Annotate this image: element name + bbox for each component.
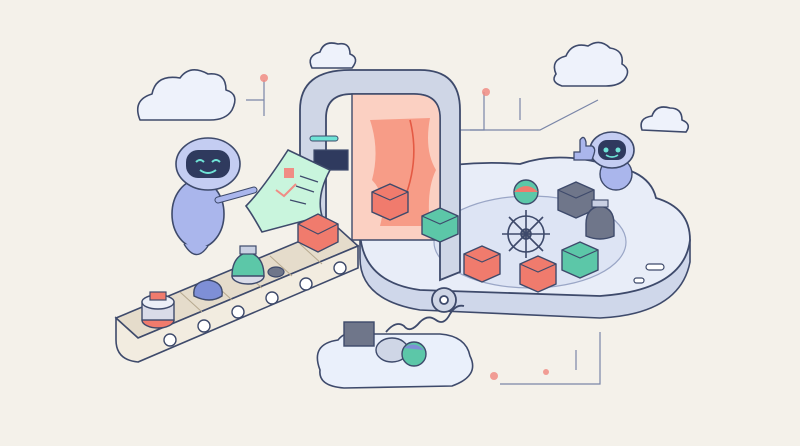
spring-icon — [385, 287, 465, 333]
box-green-1 — [421, 207, 459, 243]
box-red-2 — [463, 245, 501, 283]
robot-right — [589, 131, 635, 191]
belt-item-dot — [267, 266, 285, 278]
belt-item-box-red — [297, 213, 339, 253]
thumbs-up-icon — [573, 136, 596, 161]
helm-wheel-icon — [502, 210, 550, 258]
box-gray — [557, 181, 595, 219]
jar-gray — [585, 199, 615, 240]
cloud-icon — [640, 106, 690, 133]
debris-tray — [316, 321, 474, 389]
network-lines — [246, 80, 601, 385]
scan-report-paper — [244, 148, 332, 233]
robot-left — [171, 137, 258, 256]
box-red-3 — [519, 255, 557, 293]
belt-item-jar-red — [141, 291, 175, 329]
cloud-icon — [553, 41, 629, 87]
cloud-icon — [309, 42, 357, 69]
box-red-1 — [371, 183, 409, 221]
ball-item — [513, 179, 539, 205]
cloud-icon — [136, 69, 236, 121]
belt-item-jar-green — [231, 245, 265, 285]
network-dots — [260, 74, 549, 380]
box-green-2 — [561, 241, 599, 279]
belt-item-blob-blue — [193, 279, 223, 301]
